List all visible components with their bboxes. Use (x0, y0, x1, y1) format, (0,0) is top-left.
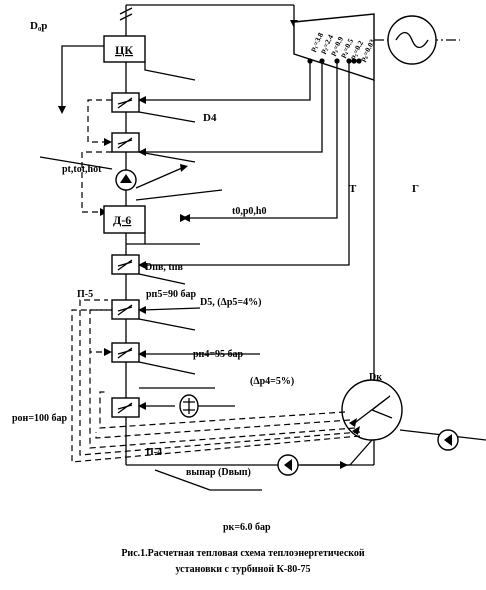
p4-label: П-4 (146, 447, 162, 458)
drain-to-condenser-2 (95, 419, 351, 439)
heater-second-out (138, 151, 196, 163)
extraction-arrow-5 (138, 306, 146, 314)
dk-label: Dк (369, 372, 382, 383)
heater-p4-coil (117, 347, 133, 359)
bottom-pump-arrow (284, 459, 292, 471)
turbine-label: Т (349, 183, 357, 195)
ejector-symbol-mark (183, 398, 195, 414)
deaerator-label: Д-6 (113, 213, 131, 227)
d5-label: D5, (Δp5=4%) (200, 297, 261, 308)
dp4-label: (Δp4=5%) (250, 376, 294, 387)
heater-bottom-coil (117, 402, 133, 414)
drain-to-condenser-4 (79, 299, 361, 456)
feedwater-line (39, 156, 113, 170)
pk-label: pк=6.0 бар (223, 522, 271, 533)
vypar-line (154, 469, 211, 491)
deaerator-box (103, 205, 146, 234)
pump-side-line (135, 189, 223, 201)
drain-cascade-2 (81, 151, 112, 213)
heater-top-out (138, 111, 196, 123)
drain-cascade-arrow-3 (104, 348, 112, 356)
heater-p5-coil (117, 304, 133, 316)
extraction-arrow-6 (138, 350, 146, 358)
extraction-line-5 (141, 307, 201, 311)
hp-cylinder-box (103, 35, 146, 63)
extraction-arrow-4 (138, 261, 146, 269)
extraction-arrow-3b (180, 214, 188, 222)
condensate-pump-right-arrow (444, 434, 452, 446)
extraction-line-1 (142, 61, 311, 101)
caption-line-2: установки с турбиной К-80-75 (175, 564, 310, 575)
d-steam-label: D₀р (30, 20, 47, 32)
drain-arrow-left (58, 106, 66, 114)
drain-cascade-3 (89, 309, 112, 353)
p-on-label: pон=100 бар (12, 413, 68, 424)
drain-to-condenser-3 (89, 352, 356, 449)
heater-second-coil (117, 137, 133, 149)
d-pv-label: Dпв, tпв (145, 262, 183, 273)
extraction-line-2 (142, 61, 323, 153)
condenser-inlet-arrow-1 (349, 418, 357, 427)
d4-label: D4 (203, 112, 217, 124)
pump-out-arrow (180, 164, 188, 172)
heater-p5-out (138, 318, 196, 331)
feedwater-params-label: pt,tot,hot (62, 164, 102, 175)
heater-p4-out (138, 361, 196, 375)
drain-cascade-arrow-1 (104, 138, 112, 146)
condenser-inlet-arrow-2 (352, 426, 360, 435)
extraction-dot (356, 58, 362, 64)
drain-line-left (61, 45, 104, 110)
heater-dpv-out (138, 273, 186, 285)
pk-out-line (144, 62, 196, 81)
extraction-line-4 (142, 61, 350, 266)
drain-to-condenser-5 (71, 309, 361, 463)
hp-cylinder-label: ЦК (115, 43, 133, 57)
condenser-coil (351, 395, 393, 426)
drain-to-condenser-1 (99, 391, 346, 429)
pump-out-line (135, 167, 183, 189)
generator-sine (395, 31, 429, 49)
p5-label: П-5 (77, 289, 93, 300)
extraction-arrow-7 (138, 402, 146, 410)
condenser-return (349, 439, 373, 466)
feed-pump-arrow (120, 174, 132, 183)
extraction-labels: p₁=3.8 p₂=2.4 p₃=0.9 p₄=0.5 p₅=0.2 p₆=0.… (308, 31, 377, 63)
drain-cascade-1 (87, 99, 112, 143)
t0p0h0-label: t0,p0,h0 (232, 206, 266, 217)
generator-label: Г (412, 183, 419, 195)
heater-dpv-coil (117, 259, 133, 271)
heater-top-coil (117, 97, 133, 109)
p-p5-label: pп5=90 бар (146, 289, 197, 300)
caption-line-1: Рис.1.Расчетная тепловая схема теплоэнер… (121, 548, 365, 559)
bottom-flow-arrow (340, 461, 348, 469)
break-mark (119, 7, 133, 21)
extraction-dot (351, 58, 357, 64)
vypar-label: выпар (Dвып) (186, 467, 251, 478)
extraction-line-3 (186, 61, 338, 219)
extraction-arrow-1 (138, 96, 146, 104)
